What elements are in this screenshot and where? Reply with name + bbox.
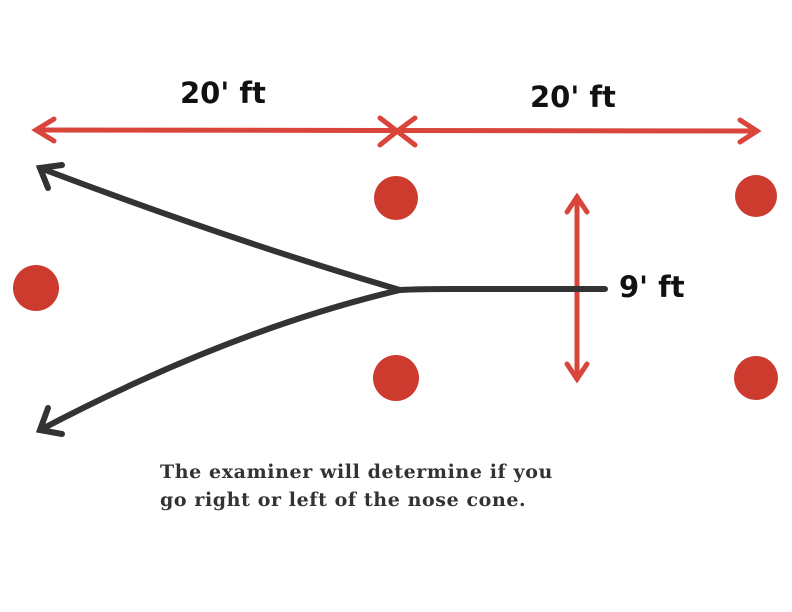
right-distance-label: 20' ft [530, 80, 616, 114]
nose-cone [13, 265, 59, 311]
caption-line-2: go right or left of the nose cone. [160, 489, 527, 511]
cone [735, 175, 777, 217]
horizontal-measure-arrow [31, 115, 762, 148]
left-distance-label: 20' ft [180, 76, 266, 110]
cone [373, 355, 419, 401]
instruction-caption: The examiner will determine if you go ri… [160, 458, 640, 514]
right-branch-arrowhead [35, 405, 65, 437]
vehicle-path [35, 162, 608, 437]
width-label: 9' ft [619, 270, 685, 304]
cone [374, 176, 418, 220]
cones [13, 175, 778, 401]
cone [734, 356, 778, 400]
midpoint-x-mark [377, 115, 418, 148]
left-branch-arrowhead [35, 162, 65, 191]
caption-line-1: The examiner will determine if you [160, 461, 553, 483]
